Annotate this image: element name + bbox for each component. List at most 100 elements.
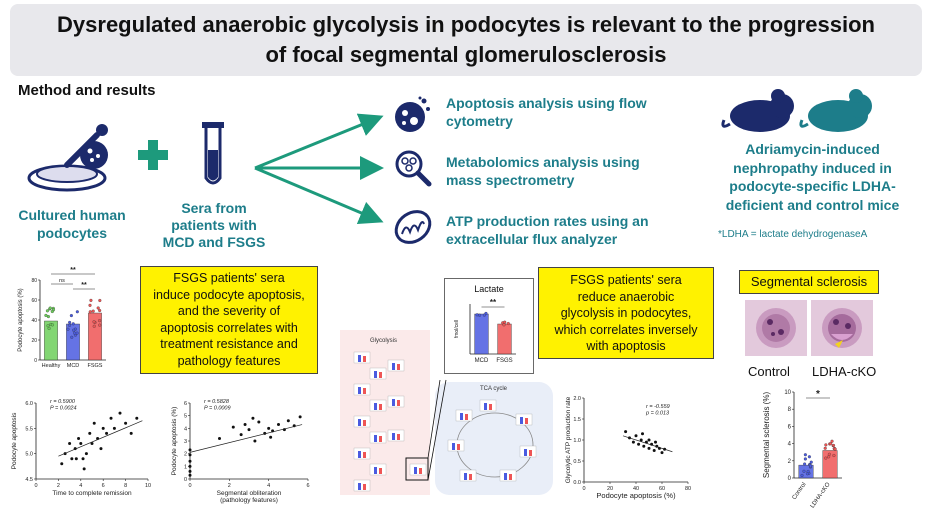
data-point <box>118 411 122 415</box>
data-point <box>809 460 813 464</box>
x-tick-label: MCD <box>475 358 489 364</box>
histology-ko-label: LDHA-cKO <box>812 364 877 379</box>
r-value: r = -0.559 <box>646 404 670 410</box>
data-point <box>72 328 76 332</box>
plus-icon <box>138 140 168 170</box>
sclerosis-arrow-icon <box>835 340 843 348</box>
data-point <box>188 469 192 473</box>
mini-bar <box>397 400 400 406</box>
data-point <box>647 438 651 442</box>
sig-label: ** <box>81 282 87 289</box>
data-point <box>482 313 486 317</box>
y-tick-label: 20 <box>31 338 37 344</box>
mini-bar <box>363 388 366 394</box>
mini-bar <box>504 473 507 480</box>
ldha-footnote: *LDHA = lactate dehydrogenaseA <box>718 229 868 240</box>
data-point <box>503 320 507 324</box>
data-point <box>50 323 54 327</box>
y-tick-label: 2.0 <box>573 396 581 402</box>
mini-bar <box>392 433 395 440</box>
data-point <box>46 324 50 328</box>
x-tick-label: 20 <box>607 486 613 492</box>
mini-bar <box>469 474 472 480</box>
mouse-model-description: Adriamycin-induced nephropathy induced i… <box>725 141 900 213</box>
data-point <box>802 469 806 473</box>
x-tick-label: 0 <box>582 486 585 492</box>
sig-label: ns <box>59 278 65 284</box>
data-point <box>188 464 192 468</box>
x-tick-label: 6 <box>102 483 105 489</box>
mini-chart <box>387 359 405 372</box>
data-point <box>92 320 96 324</box>
mini-chart <box>353 479 371 492</box>
mini-bar <box>397 434 400 440</box>
sig-label: ** <box>490 298 497 307</box>
mini-bar <box>414 467 417 474</box>
data-point <box>637 442 641 446</box>
test-tube-icon <box>202 122 224 185</box>
data-point <box>823 446 827 450</box>
data-point <box>101 426 105 430</box>
data-point <box>809 464 813 468</box>
page-title: Dysregulated anaerobic glycolysis in pod… <box>57 12 875 67</box>
data-point <box>79 442 83 446</box>
data-point <box>478 313 482 317</box>
mini-chart <box>499 469 517 482</box>
data-point <box>647 446 651 450</box>
mini-bar <box>379 404 382 410</box>
mini-bar <box>460 413 463 420</box>
x-tick-label: 40 <box>633 486 639 492</box>
histology-ko-image <box>811 300 873 356</box>
mini-bar <box>358 355 361 362</box>
y-tick-label: 4 <box>788 442 792 448</box>
data-point <box>631 440 635 444</box>
mini-bar <box>509 474 512 480</box>
mini-bar <box>358 451 361 458</box>
data-point <box>68 320 72 324</box>
y-tick-label: 5 <box>184 414 187 420</box>
y-axis-label: Podocyte apoptosis <box>11 412 18 469</box>
data-point <box>81 457 85 461</box>
data-point <box>188 453 192 457</box>
y-tick-label: 8 <box>788 407 792 413</box>
data-point <box>641 432 644 436</box>
data-point <box>286 419 290 423</box>
data-point <box>269 435 273 439</box>
mini-bar <box>529 450 532 456</box>
mini-bar <box>363 356 366 362</box>
fit-line <box>58 420 143 457</box>
data-point <box>90 442 94 446</box>
data-point <box>48 306 52 310</box>
data-point <box>239 433 243 437</box>
y-tick-label: 40 <box>31 318 37 324</box>
data-point <box>277 423 280 427</box>
tca-label: TCA cycle <box>480 386 508 392</box>
data-point <box>70 335 74 339</box>
finding-box-sclerosis: Segmental sclerosis <box>739 270 879 294</box>
data-point <box>98 323 102 327</box>
y-tick-label: 6 <box>788 424 792 430</box>
mini-bar <box>457 444 460 450</box>
data-point <box>824 456 828 460</box>
mini-bar <box>358 483 361 490</box>
data-point <box>231 425 235 429</box>
mini-bar <box>419 468 422 474</box>
data-point <box>506 321 510 326</box>
bar <box>497 323 512 355</box>
y-tick-label: 3 <box>184 439 187 445</box>
x-tick-label: 60 <box>659 486 665 492</box>
data-point <box>91 309 95 313</box>
data-point <box>50 309 54 314</box>
data-point <box>257 420 261 424</box>
mini-bar <box>363 420 366 426</box>
sig-label: * <box>816 389 820 400</box>
x-tick-label: 0 <box>34 483 37 489</box>
y-axis-label: Podocyte apoptosis (%) <box>18 288 24 351</box>
y-tick-label: 1.5 <box>573 417 581 423</box>
data-point <box>92 324 96 328</box>
data-point <box>634 434 638 438</box>
